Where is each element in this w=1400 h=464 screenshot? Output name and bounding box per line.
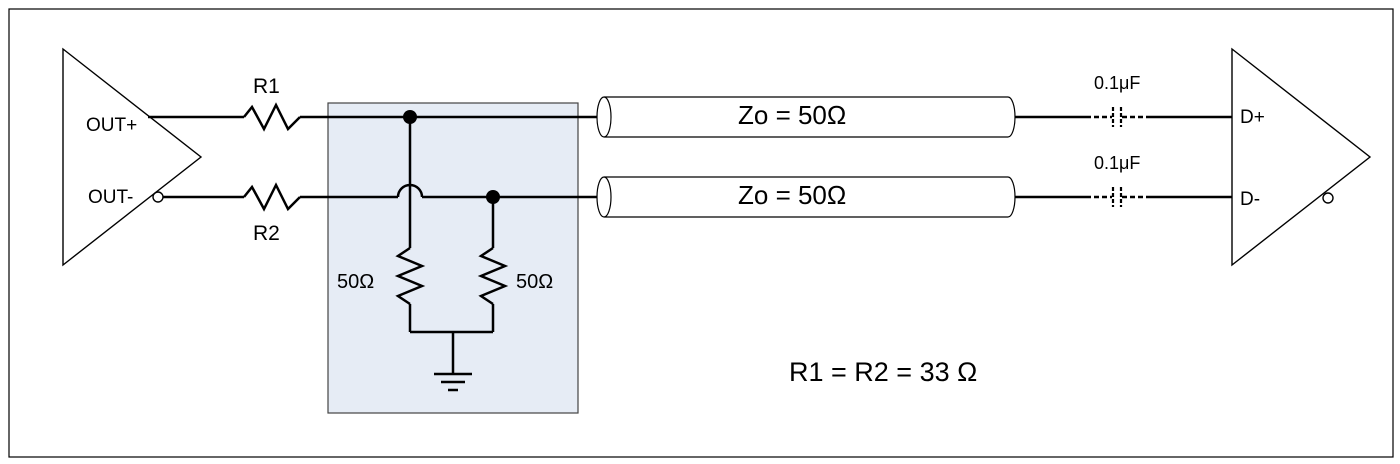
r1-resistor (243, 102, 301, 132)
top-capacitor-label: 0.1μF (1094, 73, 1140, 93)
r2-resistor (243, 182, 301, 212)
top-capacitor (1111, 107, 1123, 127)
right-termination-label: 50Ω (516, 271, 553, 293)
left-termination-label: 50Ω (337, 271, 374, 293)
receiver-inversion-bubble (1322, 192, 1334, 204)
r1-label: R1 (253, 75, 280, 98)
resistor-value-equation: R1 = R2 = 33 Ω (789, 357, 977, 387)
top-transmission-line (596, 96, 1016, 138)
bottom-capacitor-label: 0.1μF (1094, 153, 1140, 173)
driver-inversion-bubble (152, 191, 164, 203)
r2-label: R2 (253, 222, 280, 245)
ground-icon (434, 372, 472, 392)
driver-triangle (62, 47, 203, 267)
left-termination-resistor (394, 246, 426, 306)
receiver-triangle (1231, 47, 1372, 267)
receiver-d-plus-label: D+ (1240, 107, 1265, 128)
driver-out-minus-label: OUT- (88, 187, 133, 208)
right-termination-resistor (477, 246, 509, 306)
bottom-transmission-line (596, 176, 1016, 218)
driver-out-plus-label: OUT+ (86, 115, 137, 136)
diagram-frame (8, 8, 1394, 458)
bottom-line-impedance-label: Zo = 50Ω (738, 180, 846, 210)
top-line-impedance-label: Zo = 50Ω (738, 100, 846, 130)
bottom-capacitor (1111, 187, 1123, 207)
receiver-d-minus-label: D- (1240, 189, 1260, 210)
